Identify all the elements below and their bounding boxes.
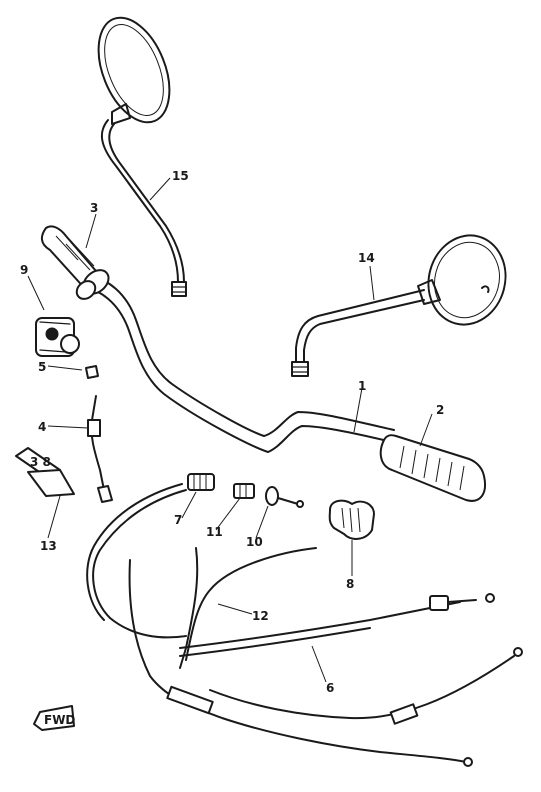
- label-1: 1: [358, 379, 366, 393]
- cable-lower-1[interactable]: [128, 559, 467, 763]
- cable-6-end[interactable]: [429, 593, 495, 611]
- label-15-upper: 15: [172, 169, 189, 183]
- label-2: 2: [436, 403, 444, 417]
- leader-lines: [27, 177, 433, 683]
- throttle-cable-upper[interactable]: [87, 395, 113, 503]
- handlebar[interactable]: [81, 273, 395, 453]
- left-grip[interactable]: [40, 225, 113, 302]
- right-mirror[interactable]: [291, 227, 515, 377]
- label-14: 14: [358, 251, 375, 265]
- label-5: 5: [38, 360, 46, 374]
- label-9: 9: [20, 263, 28, 277]
- label-3: 3: [90, 201, 98, 215]
- label-8: 8: [346, 577, 354, 591]
- cable-bracket[interactable]: 3 8: [15, 447, 75, 497]
- label-6: 6: [326, 681, 334, 695]
- fwd-text: FWD: [44, 713, 75, 727]
- cable-12[interactable]: [92, 489, 187, 639]
- left-mirror[interactable]: [85, 7, 187, 297]
- label-12: 12: [252, 609, 269, 623]
- adjuster-nut[interactable]: [233, 483, 255, 499]
- label-10: 10: [246, 535, 263, 549]
- screw[interactable]: [85, 365, 99, 379]
- label-7: 7: [174, 513, 182, 527]
- throttle-housing[interactable]: [35, 317, 80, 357]
- cable-6[interactable]: [179, 601, 461, 649]
- front-direction-marker: FWD: [33, 705, 75, 731]
- switch-housing[interactable]: [328, 499, 375, 540]
- cable-adjuster[interactable]: [187, 473, 215, 491]
- label-11: 11: [206, 525, 223, 539]
- label-4: 4: [38, 420, 46, 434]
- svg-text:3 8: 3 8: [30, 455, 51, 469]
- right-grip[interactable]: [379, 434, 486, 502]
- label-13: 13: [40, 539, 57, 553]
- lock-washer[interactable]: [265, 486, 304, 508]
